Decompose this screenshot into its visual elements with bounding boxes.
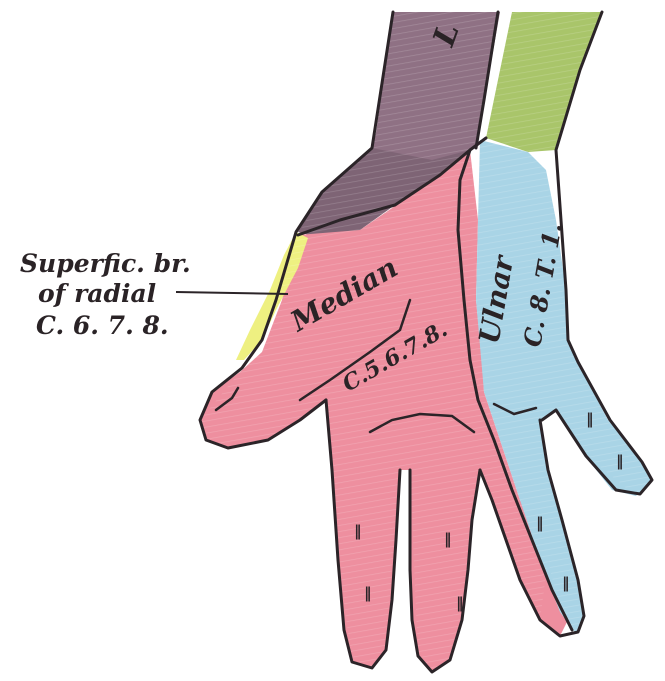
joint-mark-index-1: ‖ <box>354 522 362 540</box>
superficial-radial-label-line3: C. 6. 7. 8. <box>36 311 169 340</box>
joint-mark-little-1: ‖ <box>586 410 594 428</box>
joint-mark-ring-1: ‖ <box>536 514 544 532</box>
joint-mark-middle-1: ‖ <box>444 530 452 548</box>
joint-mark-little-2: ‖ <box>616 452 624 470</box>
joint-mark-middle-2: ‖ <box>456 594 464 612</box>
joint-mark-index-2: ‖ <box>364 584 372 602</box>
superficial-radial-label-line1: Superfic. br. <box>20 249 191 278</box>
joint-mark-ring-2: ‖ <box>562 574 570 592</box>
superficial-radial-label-line2: of radial <box>38 279 156 308</box>
